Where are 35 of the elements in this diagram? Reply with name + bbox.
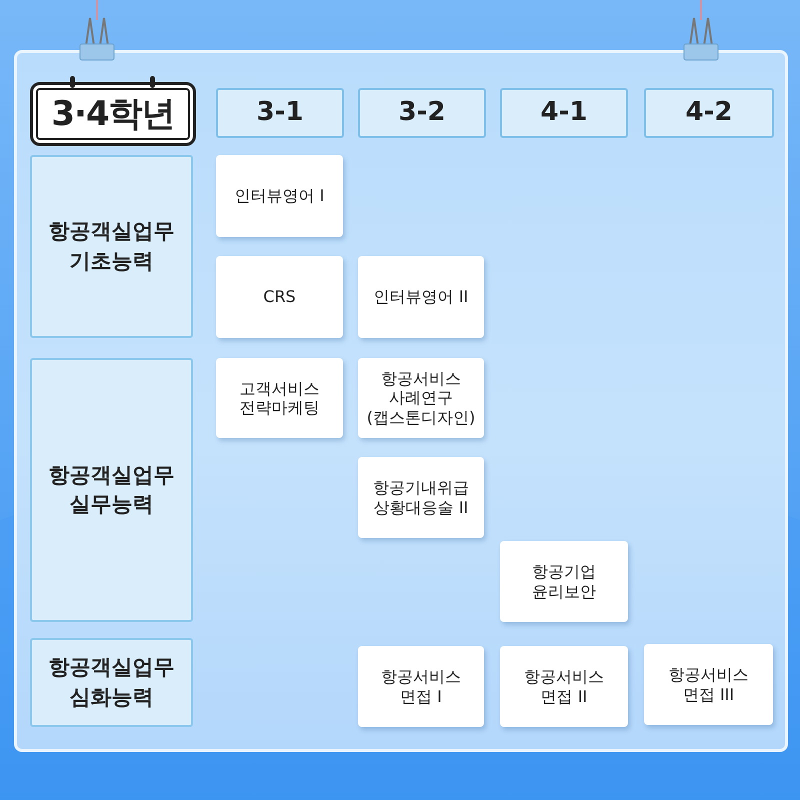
course-card: [358, 358, 484, 438]
category-header: [30, 155, 193, 338]
title: 3·4학년: [51, 93, 175, 136]
course-name: 인터뷰영어 I: [234, 186, 326, 206]
category-header: [30, 358, 193, 622]
semester-label: 3-2: [398, 97, 446, 129]
course-card: [500, 646, 628, 727]
semester-header: [216, 88, 344, 138]
course-name: 항공기내위급 상황대응술 II: [372, 478, 470, 517]
course-name: 항공서비스 사례연구 (캡스톤디자인): [366, 369, 476, 427]
course-name: 고객서비스 전략마케팅: [238, 378, 320, 418]
semester-label: 4-1: [540, 97, 588, 129]
course-name: 항공서비스 면접 III: [668, 665, 750, 704]
course-card: [500, 541, 628, 622]
category-label: 항공객실업무 기초능력: [48, 218, 176, 274]
course-name: 항공서비스 면접 I: [380, 667, 462, 706]
category-label: 항공객실업무 심화능력: [48, 654, 176, 710]
course-name: 항공기업 윤리보안: [531, 562, 597, 601]
course-card: [644, 644, 773, 725]
course-card: [358, 457, 484, 538]
course-card: [216, 358, 343, 438]
course-name: 인터뷰영어 II: [372, 287, 470, 307]
category-header: [30, 638, 193, 727]
course-name: CRS: [262, 287, 297, 307]
course-card: [216, 256, 343, 338]
semester-label: 4-2: [686, 97, 732, 129]
semester-label: 3-1: [256, 97, 304, 129]
semester-header: [500, 88, 628, 138]
course-card: [358, 646, 484, 727]
semester-header: [358, 88, 486, 138]
course-name: 항공서비스 면접 II: [523, 667, 605, 706]
course-card: [216, 155, 343, 237]
course-card: [358, 256, 484, 338]
category-label: 항공객실업무 실무능력: [48, 462, 176, 518]
semester-header: [644, 88, 774, 138]
